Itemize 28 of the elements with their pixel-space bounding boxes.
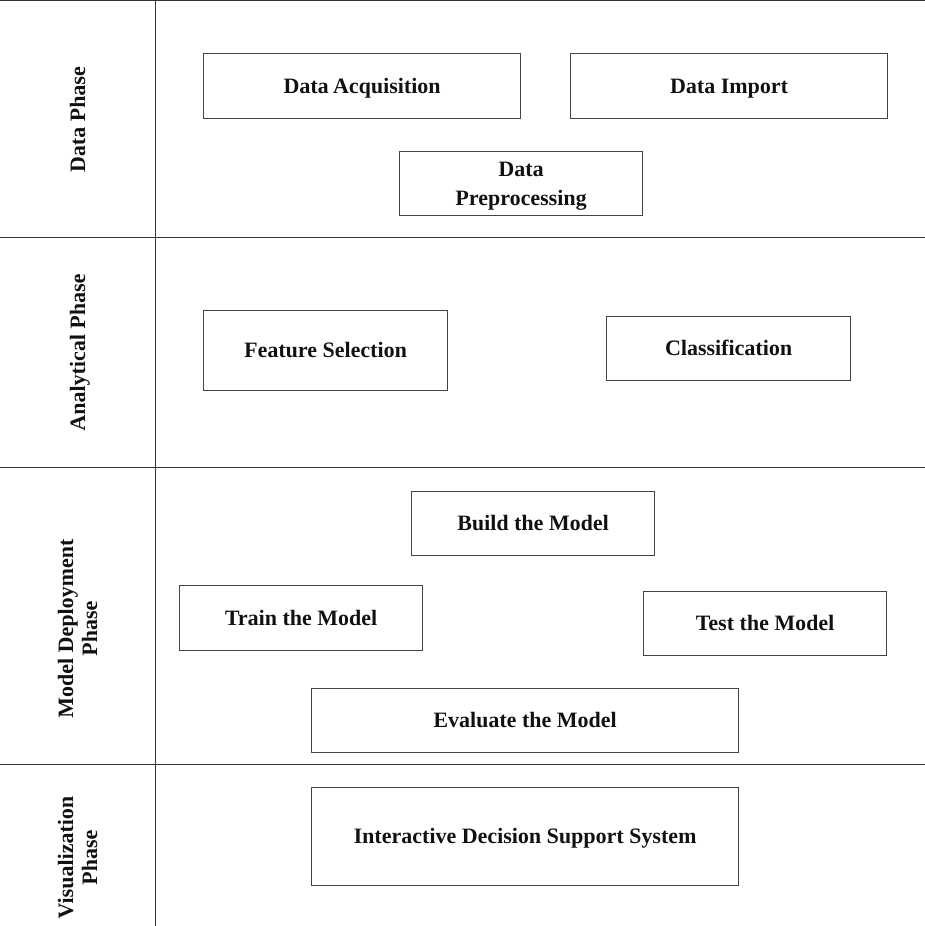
process-box — [311, 787, 739, 886]
box-label: Data Import — [670, 72, 788, 100]
process-box — [311, 688, 739, 753]
swimlane — [0, 237, 925, 467]
box-label: Interactive Decision Support System — [354, 822, 696, 850]
box-label: Test the Model — [696, 609, 834, 638]
process-box — [399, 151, 643, 216]
phase-label: Model Deployment Phase — [54, 537, 102, 720]
box-label: Data Preprocessing — [454, 154, 588, 212]
process-box — [643, 591, 887, 656]
box-label: Feature Selection — [244, 336, 407, 364]
process-box — [570, 53, 888, 119]
process-box — [606, 316, 851, 381]
process-box — [203, 310, 448, 391]
phase-label: Analytical Phase — [66, 272, 90, 433]
process-box — [179, 585, 423, 651]
process-box — [411, 491, 655, 556]
phase-label: Visualization Phase — [54, 794, 102, 921]
box-label: Build the Model — [457, 509, 609, 538]
box-label: Data Acquisition — [283, 72, 441, 100]
phase-label: Data Phase — [66, 64, 90, 174]
swimlane — [0, 467, 925, 764]
swimlane — [0, 0, 925, 237]
process-box — [203, 53, 521, 119]
box-label: Classification — [664, 334, 792, 362]
box-label: Evaluate the Model — [433, 706, 617, 734]
box-label: Train the Model — [224, 604, 378, 632]
swimlane — [0, 764, 925, 926]
